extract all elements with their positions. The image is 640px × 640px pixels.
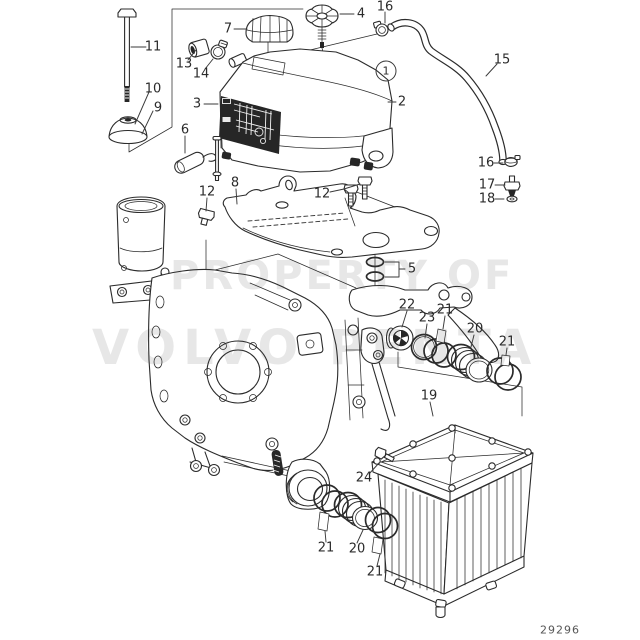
handle-part	[174, 135, 222, 182]
vent-hose	[387, 18, 508, 166]
sealing-ring-21b	[486, 354, 522, 391]
hose-stub	[188, 38, 210, 58]
filler-cap	[245, 14, 294, 57]
flange-bolt-left	[197, 207, 215, 226]
drain-fitting	[503, 175, 521, 196]
sleeve-20a	[446, 343, 493, 383]
o-ring-pair	[365, 256, 385, 282]
long-bolt	[117, 8, 137, 102]
engine-timing-cover	[109, 196, 339, 510]
heat-exchanger	[369, 424, 534, 619]
flange-bolt-right-2	[357, 176, 373, 200]
sleeve-20b	[333, 491, 379, 531]
support-bracket	[344, 282, 500, 431]
sealing-ring-21d	[364, 506, 399, 555]
lower-clamp	[504, 154, 521, 167]
bolt-24	[374, 446, 395, 463]
seal-washer	[506, 195, 518, 203]
sealing-ring-21c	[313, 484, 349, 532]
lid-bolts	[373, 424, 532, 492]
hose-clamp	[210, 39, 228, 60]
pressure-cap	[305, 4, 339, 61]
leader-lines	[130, 11, 508, 567]
tank-barb-fitting	[228, 53, 248, 68]
tank-decal	[219, 96, 281, 154]
hose-clamp-upper	[373, 20, 389, 37]
rubber-buffer	[108, 116, 148, 145]
mounting-bracket	[222, 175, 440, 258]
sealing-ring-21a	[423, 328, 457, 368]
thermostat	[385, 325, 414, 351]
